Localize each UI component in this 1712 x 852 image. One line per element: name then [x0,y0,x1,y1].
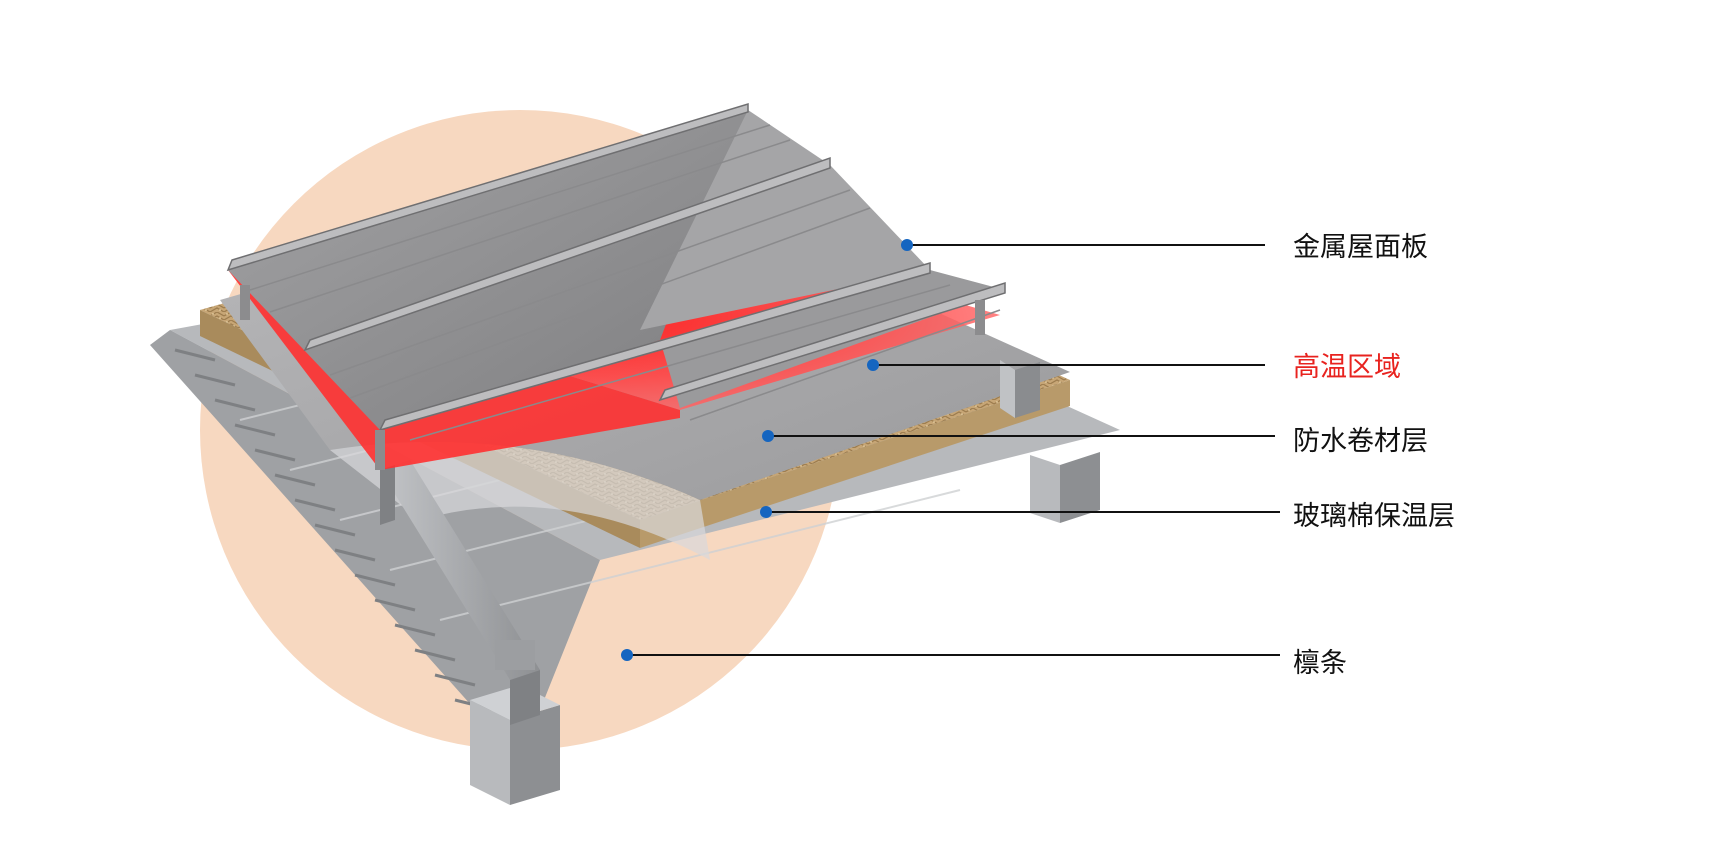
marker-dot-waterproof-membrane [762,430,774,442]
label-metal-roof-panel: 金属屋面板 [1293,232,1428,263]
purlin-beams [470,452,1100,805]
leader-lines [621,239,1280,661]
marker-dot-glass-wool-insulation [760,506,772,518]
marker-dot-metal-roof-panel [901,239,913,251]
standing-seam-metal-roof-panel [226,102,1006,470]
label-purlin: 檩条 [1293,648,1347,679]
support-rails [380,360,1040,725]
label-glass-wool-insulation: 玻璃棉保温层 [1293,501,1455,532]
marker-dot-purlin [621,649,633,661]
label-waterproof-membrane: 防水卷材层 [1293,426,1428,457]
label-high-temp-zone: 高温区域 [1293,352,1401,383]
marker-dot-high-temp-zone [867,359,879,371]
